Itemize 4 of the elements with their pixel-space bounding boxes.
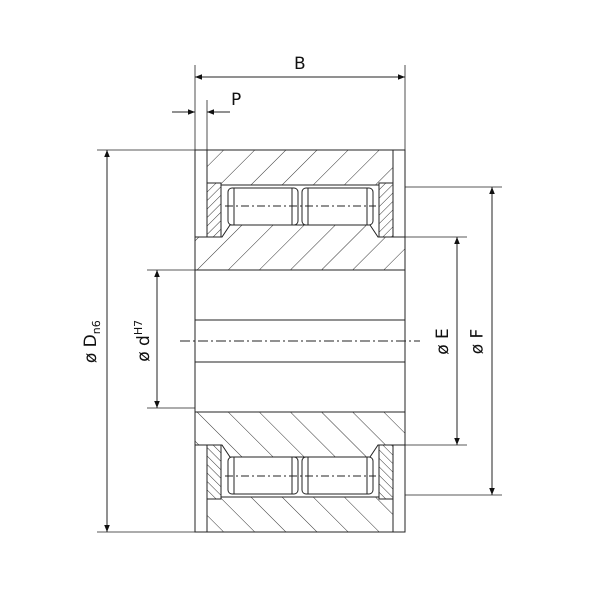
dimension-label: P: [231, 92, 242, 108]
dimension-label: ø F: [469, 328, 486, 354]
dimension-label: ø E: [434, 328, 452, 354]
dimension-label: B: [294, 56, 306, 72]
